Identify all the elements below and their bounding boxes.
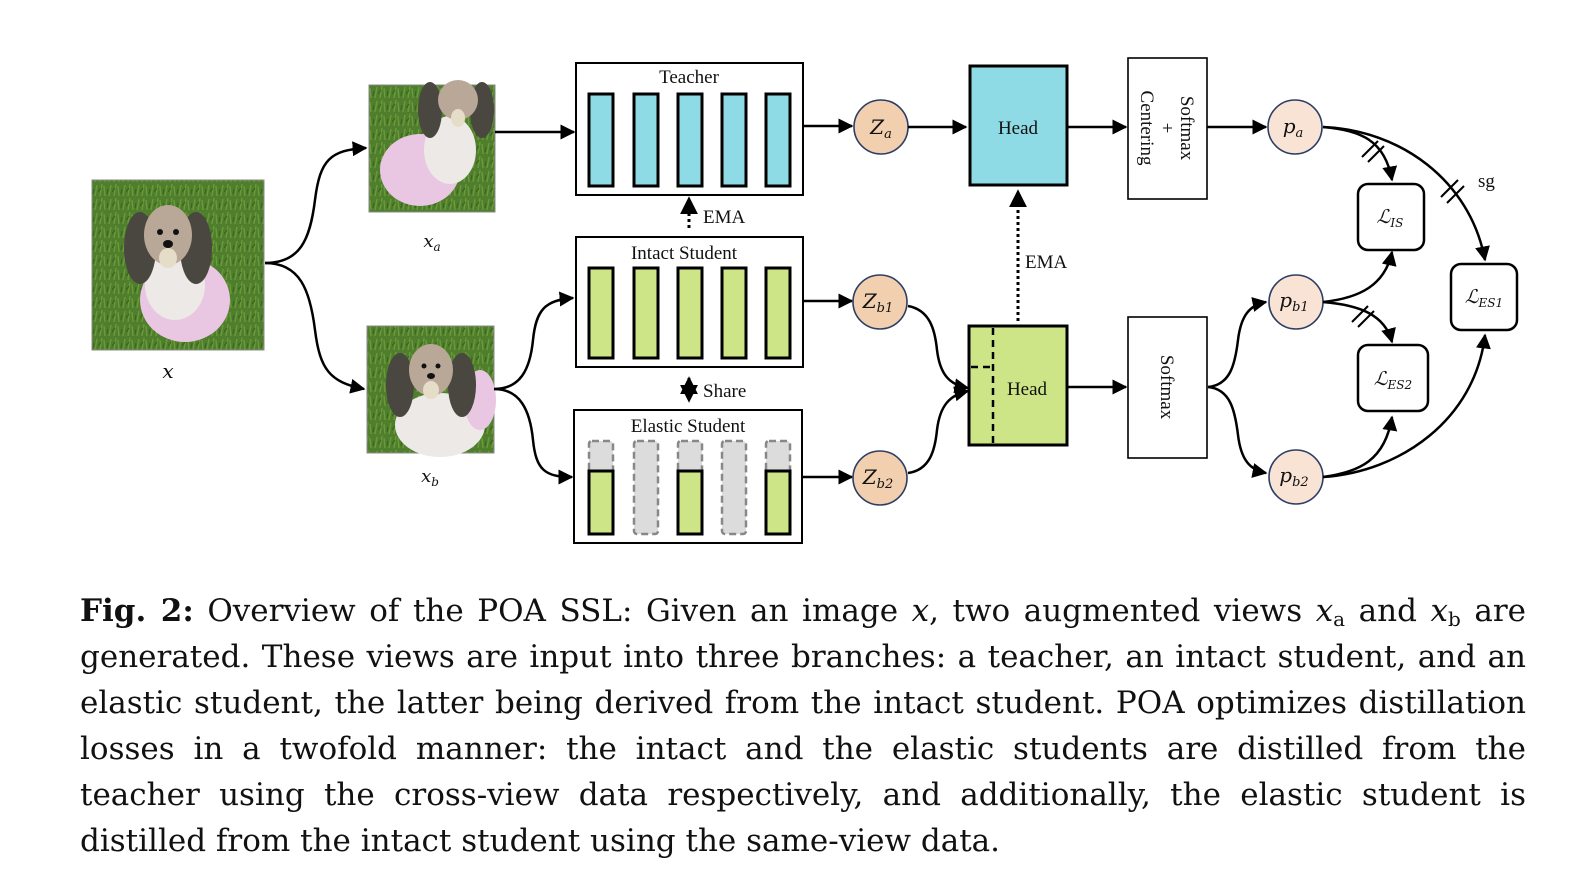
augmentation-arrows (264, 124, 576, 485)
view-a-label: xa (423, 231, 440, 254)
original-image (91, 179, 265, 351)
elastic-block-slot (632, 439, 660, 536)
teacher-block (676, 92, 704, 188)
elastic-blocks (587, 439, 792, 536)
teacher-block (632, 92, 660, 188)
svg-text:pb1: pb1 (1279, 288, 1308, 315)
arrow-pb2-to-les2 (1322, 415, 1398, 479)
sg-mark-3b (1357, 310, 1375, 328)
loss-is: ℒIS (1356, 182, 1426, 252)
feature-zb2: Zb2 (852, 450, 908, 506)
sg-mark-1b (1367, 145, 1385, 163)
svg-text:Za: Za (869, 115, 892, 142)
arrow-softmax-to-pb1 (1207, 297, 1268, 389)
student-softmax: Softmax (1127, 316, 1208, 459)
arrow-pa-to-lis (1322, 125, 1398, 182)
intact-student-block (587, 266, 615, 360)
view-b-image (366, 325, 496, 457)
teacher-title: Teacher (659, 67, 720, 88)
intact-student-branch: Intact Student (575, 236, 804, 368)
feature-zb1: Zb1 (852, 274, 908, 330)
svg-text:Softmax: Softmax (1156, 355, 1177, 420)
stop-grad-marks (1351, 140, 1465, 328)
teacher-block (720, 92, 748, 188)
poa-ssl-diagram: x xa xb Teacher EMA (91, 57, 1519, 544)
feature-za: Za (853, 99, 909, 155)
svg-text:ℒIS: ℒIS (1377, 206, 1404, 230)
elastic-block-active (676, 469, 704, 536)
feature-nodes: Za Zb1 Zb2 (852, 99, 909, 506)
ema-backbone-label: EMA (703, 207, 746, 228)
feature-to-head-arrows (907, 119, 970, 475)
arrow-pb1-to-lis (1322, 250, 1397, 304)
svg-text:ℒES2: ℒES2 (1374, 368, 1412, 392)
arrow-xb-to-intact (493, 291, 575, 391)
teacher-block (764, 92, 792, 188)
svg-text:Centering: Centering (1136, 91, 1157, 166)
share-label: Share (703, 381, 746, 402)
intact-student-block (720, 266, 748, 360)
stop-grad-label: sg (1478, 171, 1495, 192)
arrow-x-to-xa (264, 141, 368, 265)
intact-student-title: Intact Student (631, 243, 738, 264)
teacher-branch: Teacher (575, 62, 804, 196)
intact-student-block (632, 266, 660, 360)
svg-text:+: + (1156, 123, 1177, 134)
sg-mark-2a (1440, 179, 1459, 198)
arrow-x-to-xb (264, 261, 366, 394)
sg-mark-2b (1446, 185, 1465, 204)
arrow-pa-to-les1 (1322, 125, 1490, 262)
prob-pb2: pb2 (1268, 449, 1324, 505)
loss-es2: ℒES2 (1356, 343, 1430, 413)
svg-text:pb2: pb2 (1279, 463, 1308, 490)
student-head: Head (967, 324, 1069, 447)
original-image-label: x (162, 359, 173, 383)
prob-pa: pa (1267, 99, 1323, 155)
elastic-block-active (764, 469, 792, 536)
svg-text:pa: pa (1283, 114, 1304, 141)
view-b-label: xb (421, 466, 439, 489)
intact-student-block (676, 266, 704, 360)
teacher-softmax-centering: Softmax + Centering (1127, 57, 1208, 200)
elastic-student-branch: Elastic Student (573, 409, 803, 544)
svg-text:Head: Head (998, 118, 1039, 139)
arrow-zb2-to-head (907, 386, 970, 475)
backbone-output-arrows (802, 118, 854, 485)
prob-pb1: pb1 (1268, 274, 1324, 330)
head-to-softmax-arrows (1067, 119, 1128, 395)
arrow-xb-to-elastic (493, 387, 574, 485)
sg-mark-1a (1361, 140, 1379, 158)
elastic-block-slot (720, 439, 748, 536)
elastic-block-active (587, 469, 615, 536)
teacher-head: Head (968, 64, 1069, 187)
arrow-zb1-to-head (907, 304, 970, 394)
sg-mark-3a (1351, 305, 1369, 323)
teacher-blocks (587, 92, 792, 188)
arrow-pb1-to-les2 (1322, 300, 1396, 344)
view-a-image (368, 80, 496, 213)
svg-text:Head: Head (1007, 379, 1048, 400)
ema-head-label: EMA (1025, 252, 1068, 273)
svg-text:Zb1: Zb1 (862, 289, 894, 316)
arrow-softmax-to-pb2 (1207, 385, 1268, 478)
arrow-pb2-to-les1 (1322, 333, 1491, 479)
svg-text:Softmax: Softmax (1176, 96, 1197, 161)
teacher-block (587, 92, 615, 188)
intact-student-block (764, 266, 792, 360)
softmax-to-prob-arrows (1207, 119, 1268, 478)
elastic-student-title: Elastic Student (631, 416, 746, 437)
figure-label: Fig. 2: (80, 593, 194, 629)
svg-text:Zb2: Zb2 (862, 465, 894, 492)
figure-caption: Fig. 2: Overview of the POA SSL: Given a… (80, 593, 1527, 859)
dog-illustration (124, 205, 230, 342)
loss-arrows (1322, 125, 1491, 479)
intact-blocks (587, 266, 792, 360)
loss-es1: ℒES1 (1449, 262, 1519, 332)
svg-text:ℒES1: ℒES1 (1465, 286, 1503, 310)
